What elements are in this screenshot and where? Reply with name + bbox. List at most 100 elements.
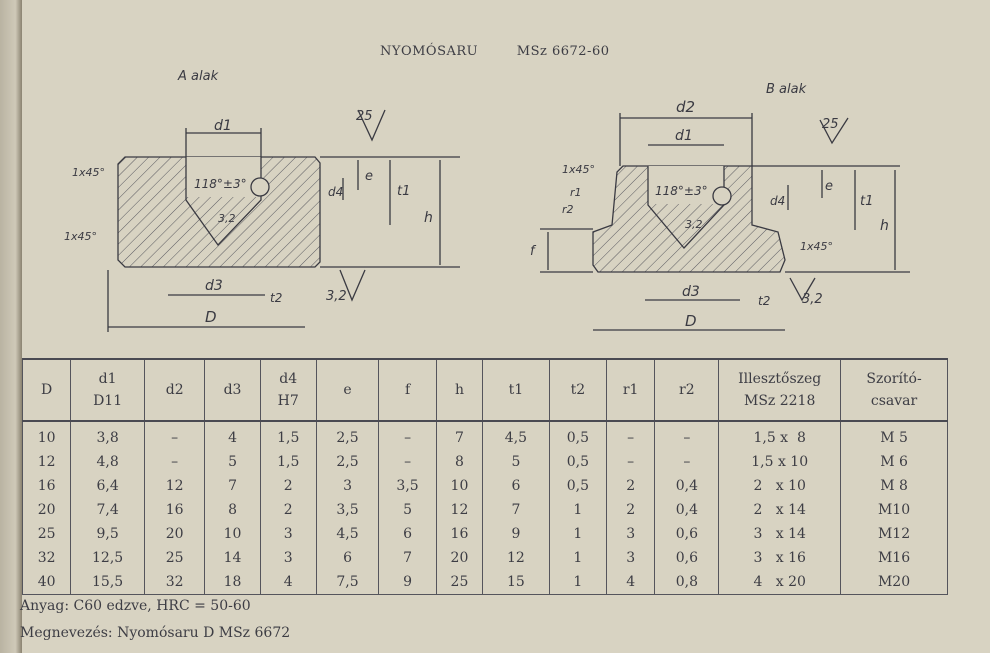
dim-h: h	[880, 218, 889, 234]
table-cell: 20	[143, 522, 206, 546]
table-cell: 2	[605, 474, 656, 498]
dim-f: f	[530, 244, 537, 259]
table-cell: 7,4	[70, 498, 145, 522]
table-cell: 10	[21, 421, 72, 450]
table-cell: M 6	[840, 450, 948, 474]
table-cell: 3,8	[70, 421, 145, 450]
table-cell: 0,6	[654, 522, 720, 546]
roughness-top: 25	[822, 117, 839, 132]
table-cell: 0,5	[548, 421, 607, 450]
table-cell: 16	[21, 474, 72, 498]
table-cell: 4,8	[70, 450, 145, 474]
table-cell: M 8	[840, 474, 948, 498]
table-cell: 32	[21, 546, 72, 570]
table-cell: 8	[435, 450, 483, 474]
table-cell: M10	[840, 498, 948, 522]
table-cell: M16	[840, 546, 948, 570]
roughness-bottom: 3,2	[326, 289, 347, 304]
table-cell: 20	[435, 546, 483, 570]
table-cell: M20	[840, 570, 948, 595]
dim-h: h	[424, 210, 433, 226]
table-cell: 1,5	[259, 450, 317, 474]
table-cell: 5	[204, 450, 261, 474]
dim-d3: d3	[205, 278, 223, 294]
table-cell: 0,5	[548, 450, 607, 474]
page-title: NYOMÓSARU MSz 6672-60	[380, 44, 643, 59]
table-cell: 3	[259, 546, 317, 570]
chamfer-bottom: 1x45°	[64, 230, 97, 243]
table-cell: 3	[315, 474, 380, 498]
table-cell: 8	[204, 498, 261, 522]
table-cell: 7	[435, 421, 483, 450]
table-cell: –	[654, 450, 720, 474]
drawing-b-label: B alak	[766, 82, 807, 97]
dim-d4: d4	[770, 194, 785, 208]
table-cell: 1,5 x 8	[718, 421, 842, 450]
angle-label: 118°±3°	[655, 184, 708, 198]
table-cell: 6	[378, 522, 437, 546]
table-cell: 12	[481, 546, 550, 570]
table-cell: 5	[481, 450, 550, 474]
table-cell: 0,4	[654, 474, 720, 498]
column-header: t2	[548, 359, 607, 422]
table-cell: M 5	[840, 421, 948, 450]
table-cell: 3,5	[378, 474, 437, 498]
table-cell: –	[605, 450, 656, 474]
table-cell: 2 x 10	[718, 474, 842, 498]
table-cell: 2,5	[315, 450, 380, 474]
table-cell: 4	[605, 570, 656, 595]
dim-t1: t1	[860, 194, 873, 209]
table-cell: –	[378, 450, 437, 474]
table-cell: 2	[259, 474, 317, 498]
table-cell: 6	[481, 474, 550, 498]
table-cell: 1	[548, 570, 607, 595]
table-cell: 9	[481, 522, 550, 546]
table-cell: 7	[204, 474, 261, 498]
table-cell: 0,5	[548, 474, 607, 498]
dim-D: D	[685, 312, 697, 330]
table-cell: 15	[481, 570, 550, 595]
part-a-body	[117, 156, 321, 268]
angle-small: 3,2	[685, 218, 703, 231]
dim-D: D	[205, 308, 217, 326]
table-cell: 1	[548, 498, 607, 522]
drawing-a-label: A alak	[177, 69, 219, 84]
table-cell: 3	[605, 522, 656, 546]
column-header: Illesztőszeg MSz 2218	[718, 359, 842, 422]
designation-note: Megnevezés: Nyomósaru D MSz 6672	[20, 625, 291, 641]
table-cell: 3 x 16	[718, 546, 842, 570]
dim-d3: d3	[682, 284, 700, 300]
column-header: r1	[605, 359, 656, 422]
table-cell: 3	[605, 546, 656, 570]
table-cell: 1,5 x 10	[718, 450, 842, 474]
table-cell: 4,5	[315, 522, 380, 546]
table-cell: 7	[378, 546, 437, 570]
table-cell: 2	[259, 498, 317, 522]
column-header: r2	[654, 359, 720, 422]
table-cell: 0,4	[654, 498, 720, 522]
dim-r2: r2	[562, 203, 574, 216]
table-cell: –	[378, 421, 437, 450]
dim-e: e	[825, 179, 833, 194]
chamfer-top: 1x45°	[72, 166, 105, 179]
table-cell: 10	[435, 474, 483, 498]
table-cell: –	[654, 421, 720, 450]
table-cell: –	[143, 450, 206, 474]
table-cell: –	[143, 421, 206, 450]
table-cell: 3	[259, 522, 317, 546]
table-cell: 4	[259, 570, 317, 595]
dim-d2: d2	[676, 98, 695, 116]
table-cell: 16	[143, 498, 206, 522]
column-header: d2	[143, 359, 206, 422]
table-cell: 9	[378, 570, 437, 595]
table-cell: 5	[378, 498, 437, 522]
angle-label: 118°±3°	[194, 177, 247, 191]
